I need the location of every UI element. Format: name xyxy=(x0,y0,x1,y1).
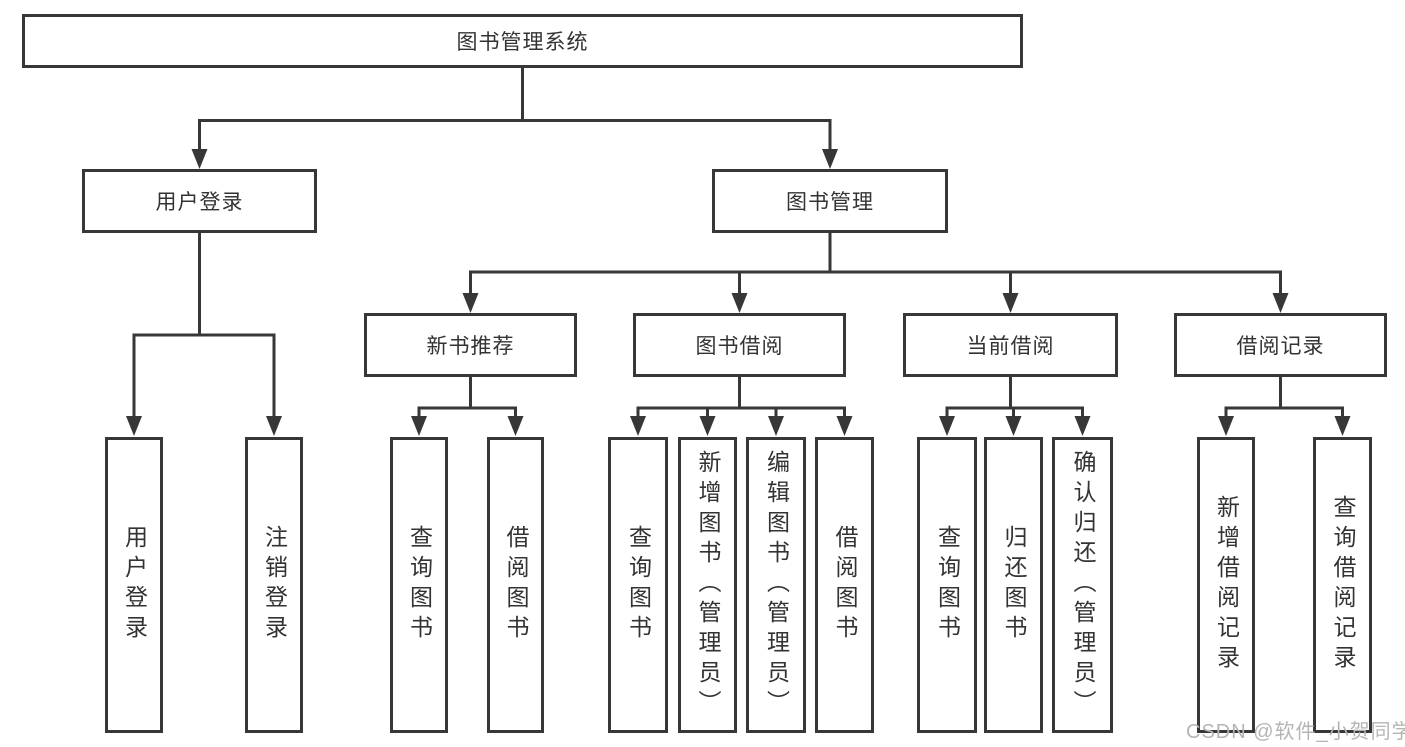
node-borrow-records: 借阅记录 xyxy=(1174,313,1387,377)
connector-user-login-to-leaves xyxy=(126,231,282,436)
arrowhead xyxy=(1074,416,1091,436)
node-label: 确认归还（管理员） xyxy=(1070,450,1096,720)
node-current-borrow: 当前借阅 xyxy=(903,313,1118,377)
arrowhead xyxy=(822,149,838,169)
connector-new-book-recommend-to-leaves xyxy=(411,375,524,436)
node-label: 查询借阅记录 xyxy=(1330,495,1356,675)
node-label: 借阅记录 xyxy=(1236,335,1325,358)
node-label: 借阅图书 xyxy=(503,525,529,645)
node-label: 查询图书 xyxy=(625,525,652,645)
node-query-books-current: 查询图书 xyxy=(917,437,977,733)
arrowhead xyxy=(126,416,142,436)
arrowhead xyxy=(731,293,748,313)
connector-borrow-records-to-leaves xyxy=(1218,375,1351,436)
arrowhead xyxy=(191,149,208,169)
arrowhead xyxy=(939,416,955,436)
node-label: 新增借阅记录 xyxy=(1213,495,1240,675)
node-label: 编辑图书（管理员） xyxy=(763,450,790,720)
node-query-books-borrow: 查询图书 xyxy=(608,437,668,733)
node-return-books: 归还图书 xyxy=(984,437,1043,733)
arrowhead xyxy=(699,416,716,436)
arrowhead xyxy=(1272,293,1289,313)
node-logout-action: 注销登录 xyxy=(245,437,303,733)
node-label: 归还图书 xyxy=(1001,525,1027,645)
node-label: 用户登录 xyxy=(121,525,148,645)
node-label: 当前借阅 xyxy=(966,335,1055,358)
node-library-management-system: 图书管理系统 xyxy=(22,14,1023,68)
arrowhead xyxy=(1218,416,1234,436)
node-label: 借阅图书 xyxy=(832,525,858,645)
arrowhead xyxy=(1334,416,1351,436)
arrowhead xyxy=(411,416,427,436)
connector-book-borrow-to-leaves xyxy=(630,375,853,436)
node-label: 图书管理系统 xyxy=(456,31,589,54)
node-label: 注销登录 xyxy=(261,525,288,645)
node-label: 图书管理 xyxy=(786,191,874,214)
arrowhead xyxy=(507,416,524,436)
arrowhead xyxy=(836,416,853,436)
node-book-management: 图书管理 xyxy=(712,169,948,233)
node-confirm-return-admin: 确认归还（管理员） xyxy=(1052,437,1113,733)
arrowhead xyxy=(630,416,646,436)
node-query-borrow-record: 查询借阅记录 xyxy=(1313,437,1372,733)
node-label: 查询图书 xyxy=(934,525,961,645)
node-add-books-admin: 新增图书（管理员） xyxy=(678,437,737,733)
node-label: 新增图书（管理员） xyxy=(695,450,721,720)
node-borrow-books: 借阅图书 xyxy=(815,437,874,733)
arrowhead xyxy=(1002,293,1019,313)
node-label: 查询图书 xyxy=(406,525,433,645)
connector-current-borrow-to-leaves xyxy=(939,375,1091,436)
connector-book-management-to-level3 xyxy=(462,231,1289,313)
node-add-borrow-record: 新增借阅记录 xyxy=(1197,437,1255,733)
node-query-books-recommend: 查询图书 xyxy=(390,437,448,733)
node-label: 图书借阅 xyxy=(695,335,784,358)
node-user-login-action: 用户登录 xyxy=(105,437,163,733)
watermark: CSDN @软件_小贺同学 xyxy=(1186,721,1405,743)
connector-root-to-level2 xyxy=(191,66,838,169)
node-new-book-recommend: 新书推荐 xyxy=(364,313,577,377)
node-user-login: 用户登录 xyxy=(82,169,317,233)
arrowhead xyxy=(768,416,784,436)
node-borrow-books-recommend: 借阅图书 xyxy=(487,437,544,733)
arrowhead xyxy=(462,293,479,313)
arrowhead xyxy=(1005,416,1022,436)
node-book-borrow: 图书借阅 xyxy=(633,313,846,377)
node-label: 新书推荐 xyxy=(426,335,515,358)
node-label: 用户登录 xyxy=(155,191,244,214)
node-edit-books-admin: 编辑图书（管理员） xyxy=(746,437,806,733)
arrowhead xyxy=(266,416,282,436)
